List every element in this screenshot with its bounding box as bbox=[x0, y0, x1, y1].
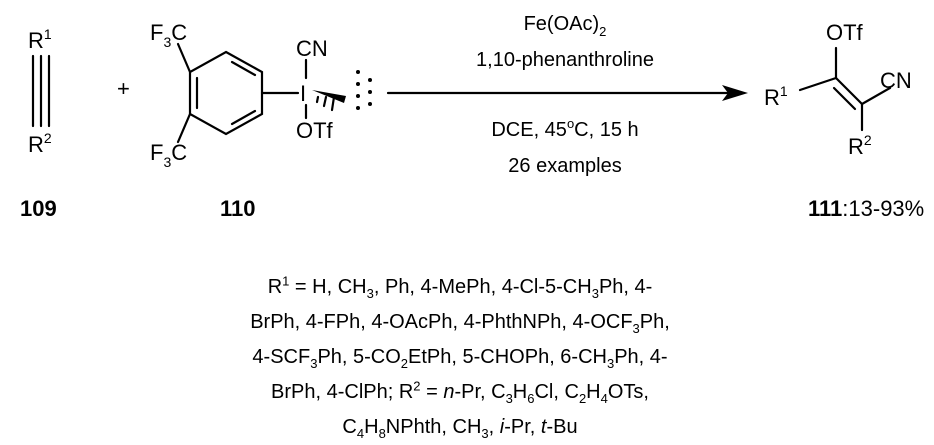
ligand-label: 1,10-phenanthroline bbox=[476, 49, 654, 71]
product-cn-label: CN bbox=[880, 68, 912, 93]
benzene-ring bbox=[188, 50, 264, 136]
plus-sign: + bbox=[117, 76, 130, 101]
compound-label-109: 109 bbox=[20, 196, 57, 221]
iodine-label: I bbox=[300, 81, 306, 106]
catalyst-label: Fe(OAc)2 bbox=[524, 13, 607, 39]
hashed-bond bbox=[315, 95, 336, 112]
examples-count-label: 26 examples bbox=[508, 155, 621, 177]
reaction-scheme: R1 R2 109 + F3C F3C I CN OTf 110 Fe(OAc)… bbox=[20, 13, 924, 221]
cf3-bottom-label: F3C bbox=[150, 140, 187, 170]
double-bond-line-1 bbox=[834, 76, 864, 106]
product-r2-label: R2 bbox=[848, 132, 872, 159]
double-bond-line-2 bbox=[832, 86, 857, 111]
product-otf-label: OTf bbox=[826, 20, 864, 45]
otf-label: OTf bbox=[296, 118, 334, 143]
wedge-bond bbox=[312, 90, 346, 103]
cf3-top-label: F3C bbox=[150, 20, 187, 50]
bond-ring-to-cf3-bottom bbox=[176, 112, 192, 144]
dotted-bonds bbox=[356, 70, 372, 110]
reaction-arrow-head bbox=[722, 85, 748, 101]
product-id-yield-label: 111:13-93% bbox=[808, 196, 924, 221]
substituent-scope-text: R1 = H, CH3, Ph, 4-MePh, 4-Cl-5-CH3Ph, 4… bbox=[250, 273, 670, 441]
product-r1-label: R1 bbox=[764, 83, 788, 110]
solvent-temp-time-label: DCE, 45oC, 15 h bbox=[491, 116, 638, 141]
bond-ring-to-cf3-top bbox=[176, 42, 192, 74]
alkyne-r1-label: R1 bbox=[28, 26, 52, 53]
alkyne-r2-label: R2 bbox=[28, 130, 52, 157]
cn-label: CN bbox=[296, 36, 328, 61]
bond-r1-c bbox=[798, 76, 838, 92]
bond-c-cn bbox=[860, 86, 892, 106]
compound-label-110: 110 bbox=[220, 196, 256, 221]
